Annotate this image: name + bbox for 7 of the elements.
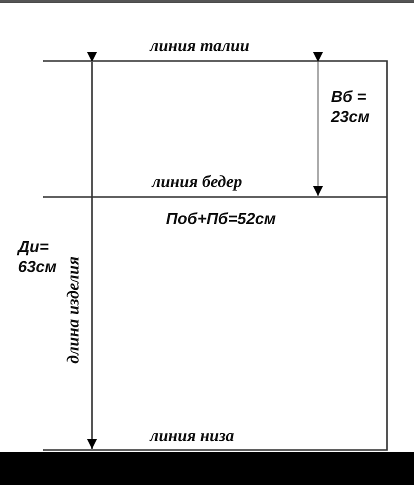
dimension-label: длина изделия bbox=[64, 256, 84, 364]
measurement-label: Поб+Пб=52см bbox=[166, 210, 276, 230]
line-label: линия талии bbox=[150, 36, 250, 56]
measurement-label: Вб = 23см bbox=[331, 88, 371, 128]
measurement-label: Ди= 63см bbox=[18, 238, 58, 278]
line-label: линия низа bbox=[150, 426, 234, 446]
line-label: линия бедер bbox=[152, 172, 242, 192]
